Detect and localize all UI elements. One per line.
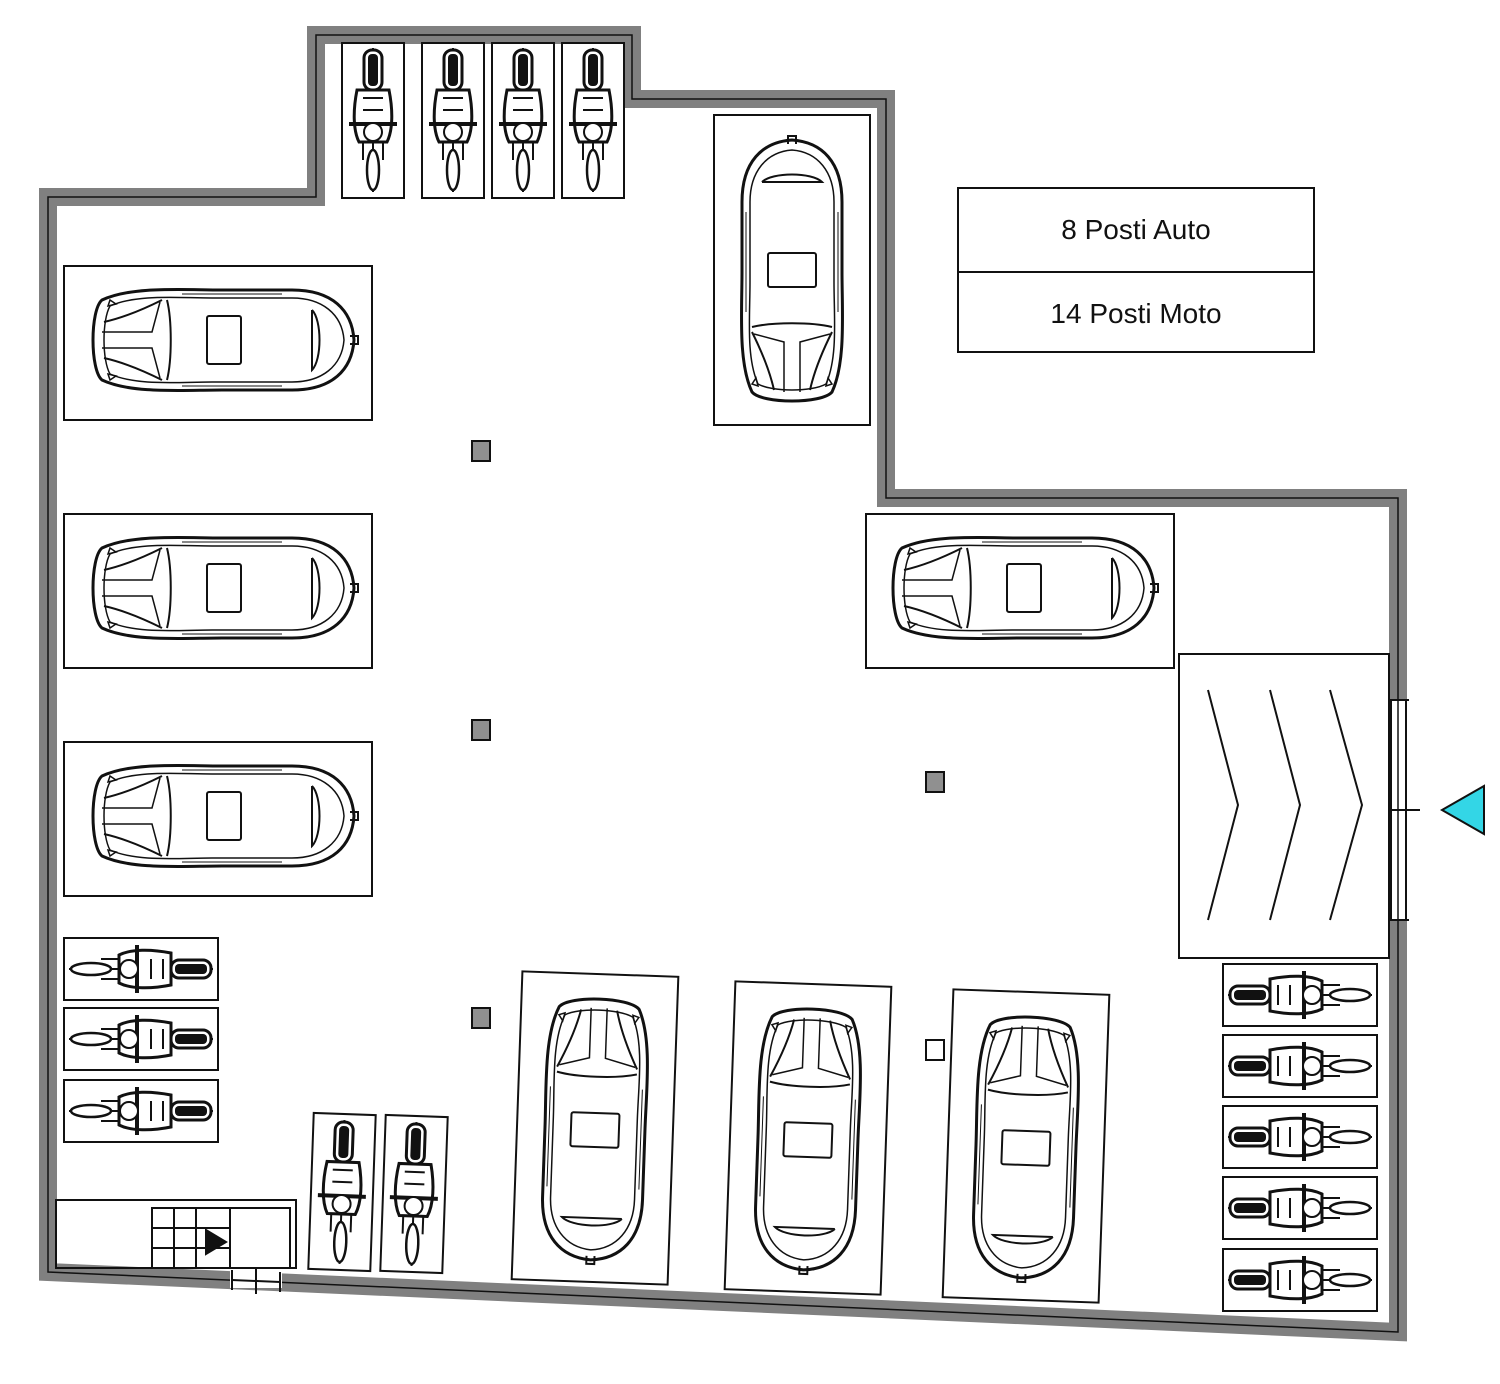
moto-space [341,42,405,199]
car-top-view-icon [91,287,360,393]
entrance-arrow-icon [1439,784,1485,836]
moto-space [561,42,625,199]
car-top-view-icon [91,763,360,869]
pillar [471,719,491,741]
moto-space [1222,1176,1378,1240]
pillar [925,771,945,793]
moto-space [491,42,555,199]
car-top-view-icon [91,535,360,641]
pillar [471,1007,491,1029]
legend-car-count: 8 Posti Auto [1061,214,1211,245]
moto-space [63,937,219,1001]
car-space [510,970,680,1286]
pillar [925,1039,945,1061]
car-space [713,114,871,426]
legend-moto-count: 14 Posti Moto [959,271,1313,355]
legend-box: 8 Posti Auto 14 Posti Moto [957,187,1315,353]
car-space [63,741,373,897]
stairs-icon [55,1199,297,1269]
moto-space [1222,1248,1378,1312]
car-space [63,513,373,669]
moto-space [1222,1105,1378,1169]
moto-space [1222,963,1378,1027]
ramp-chevron-icon [1207,689,1364,921]
moto-space [1222,1034,1378,1098]
car-space [865,513,1175,669]
moto-space [307,1111,377,1273]
car-top-view-icon [969,1013,1083,1286]
ramp [1178,653,1390,959]
car-top-view-icon [891,535,1160,641]
car-top-view-icon [538,995,652,1268]
car-top-view-icon [739,134,845,403]
pillars [471,440,945,1061]
moto-space [421,42,485,199]
car-space [941,988,1111,1304]
moto-space [63,1007,219,1071]
pillar [471,440,491,462]
car-top-view-icon [751,1005,865,1278]
car-space [723,980,893,1296]
car-space [63,265,373,421]
moto-space [379,1113,449,1275]
moto-space [63,1079,219,1143]
